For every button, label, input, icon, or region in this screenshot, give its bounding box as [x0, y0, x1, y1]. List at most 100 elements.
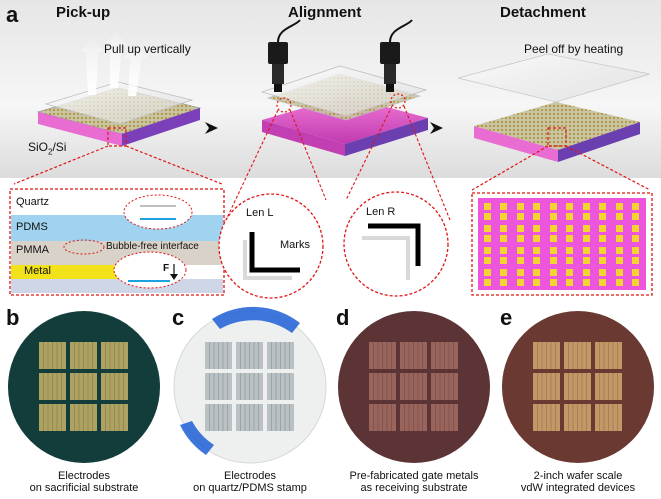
device-pad [484, 247, 491, 254]
step-title-detachment: Detachment [500, 4, 586, 21]
device-pad [599, 257, 606, 264]
detachment-chip [457, 53, 651, 162]
device-pad [566, 225, 573, 232]
lens-left-marks-label: Marks [280, 239, 310, 251]
step-title-alignment: Alignment [288, 4, 362, 21]
device-pad [566, 213, 573, 220]
electrode-array-block [533, 404, 560, 431]
device-pad [484, 269, 491, 276]
device-pad [566, 269, 573, 276]
device-pad [632, 279, 639, 286]
device-pad [583, 247, 590, 254]
device-pad [583, 213, 590, 220]
panel-letter-d: d [336, 305, 350, 330]
device-pad [583, 203, 590, 210]
device-pad [632, 225, 639, 232]
electrode-array-block [369, 404, 396, 431]
panel-a-illustration [9, 19, 653, 299]
device-pad-group [616, 269, 639, 286]
device-pad [517, 257, 524, 264]
electrode-array-block [431, 404, 458, 431]
layer-pdms-label: PDMS [16, 221, 48, 233]
device-pad [533, 203, 540, 210]
device-pad [550, 213, 557, 220]
right-camera-icon [380, 19, 413, 92]
electrode-array-block [369, 373, 396, 400]
device-pad [616, 269, 623, 276]
electrode-array-block [431, 373, 458, 400]
pickup-zoom-box [107, 127, 127, 147]
electrode-array-block [236, 404, 263, 431]
electrode-array-block [267, 373, 294, 400]
device-pad [500, 203, 507, 210]
lens-left-title: Len L [246, 207, 274, 219]
pickup-chip [36, 81, 202, 146]
device-pad [599, 213, 606, 220]
device-pad [599, 235, 606, 242]
layer-stack-detail [9, 188, 225, 296]
device-pad-group [484, 269, 507, 286]
device-pad [632, 247, 639, 254]
left-camera-icon [268, 19, 301, 92]
device-pad [500, 257, 507, 264]
device-pad [632, 235, 639, 242]
device-pad [517, 213, 524, 220]
device-pad [533, 247, 540, 254]
device-pad [632, 213, 639, 220]
device-pad [583, 235, 590, 242]
device-pad [599, 279, 606, 286]
device-pad [484, 213, 491, 220]
device-pad-group [517, 269, 540, 286]
device-pad [566, 235, 573, 242]
substrate-label: SiO2/Si [28, 140, 67, 157]
electrode-array-block [267, 342, 294, 369]
device-pad [517, 225, 524, 232]
step-arrow-icon [205, 122, 218, 134]
device-pad [599, 247, 606, 254]
device-pad [599, 225, 606, 232]
electrode-array-block [39, 404, 66, 431]
device-pad [550, 235, 557, 242]
device-pad [517, 279, 524, 286]
device-pad-group [550, 203, 573, 220]
electrode-array-block [564, 342, 591, 369]
device-pad-group [517, 203, 540, 220]
device-pad [616, 225, 623, 232]
device-array-detail [471, 192, 653, 296]
device-pad [517, 235, 524, 242]
device-pad [616, 247, 623, 254]
device-pad [583, 279, 590, 286]
device-pad-group [616, 203, 639, 220]
electrode-array-block [533, 342, 560, 369]
layer-quartz-label: Quartz [16, 196, 50, 208]
device-pad [484, 279, 491, 286]
electrode-array-block [400, 404, 427, 431]
electrode-array-block [400, 373, 427, 400]
device-pad-group [517, 225, 540, 242]
panel-letter-e: e [500, 305, 513, 330]
device-pad [500, 225, 507, 232]
device-pad [599, 203, 606, 210]
device-pad [533, 213, 540, 220]
device-pad [566, 203, 573, 210]
device-pad [616, 279, 623, 286]
device-pad [583, 257, 590, 264]
device-pad-group [583, 225, 606, 242]
electrode-array-block [564, 373, 591, 400]
alignment-chip [260, 65, 428, 156]
step-title-pickup: Pick-up [56, 4, 111, 21]
electrode-array-block [205, 342, 232, 369]
device-pad [533, 257, 540, 264]
device-pad [500, 279, 507, 286]
electrode-array-block [70, 373, 97, 400]
lens-right-view [343, 191, 449, 297]
pull-up-arrows [80, 32, 148, 96]
electrode-array-block [533, 373, 560, 400]
electrode-array-block [267, 404, 294, 431]
panel-letter-b: b [6, 305, 20, 330]
lens-right-title: Len R [366, 206, 396, 218]
device-pad [632, 257, 639, 264]
device-pad [566, 279, 573, 286]
layer-metal-label: Metal [24, 265, 51, 277]
